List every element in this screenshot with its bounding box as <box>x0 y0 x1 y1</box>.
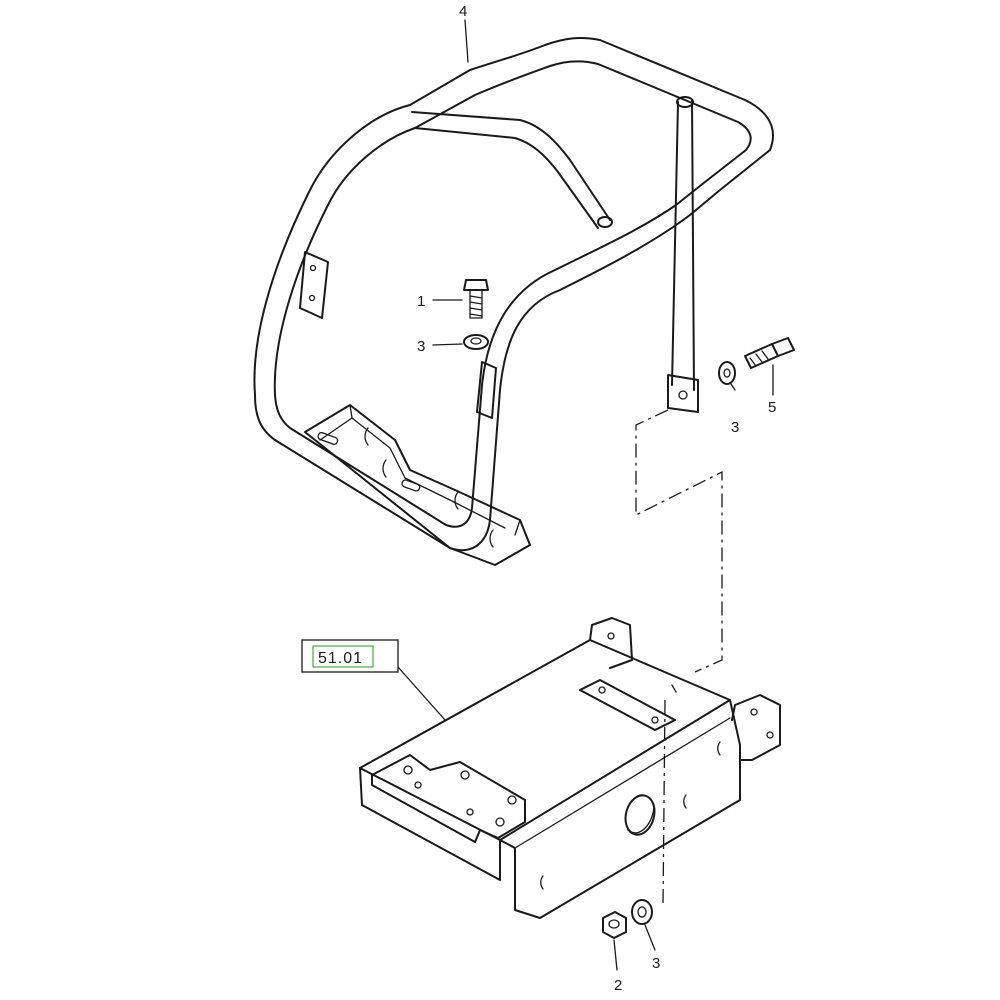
mounting-base-plate <box>359 617 781 919</box>
assembly-lines <box>635 409 723 906</box>
callout-1: 1 <box>417 293 425 310</box>
washer-part-3-lower <box>631 899 653 925</box>
reference-label: 51.01 <box>318 650 363 667</box>
hex-bolt-part-5 <box>744 337 795 369</box>
washer-part-3-upper <box>463 334 489 350</box>
callout-2: 2 <box>614 977 622 994</box>
callout-3-lower: 3 <box>652 955 660 972</box>
washer-part-3-right <box>718 361 736 385</box>
roll-bar-frame <box>253 36 774 566</box>
hex-nut-part-2 <box>602 911 627 939</box>
callout-5: 5 <box>768 399 776 416</box>
callout-4: 4 <box>459 3 467 20</box>
callout-3-right: 3 <box>731 419 739 436</box>
reference-box[interactable]: 51.01 <box>301 639 399 673</box>
leader-lines <box>397 19 774 971</box>
hex-bolt-part-1 <box>463 279 489 319</box>
callout-3-upper: 3 <box>417 338 425 355</box>
